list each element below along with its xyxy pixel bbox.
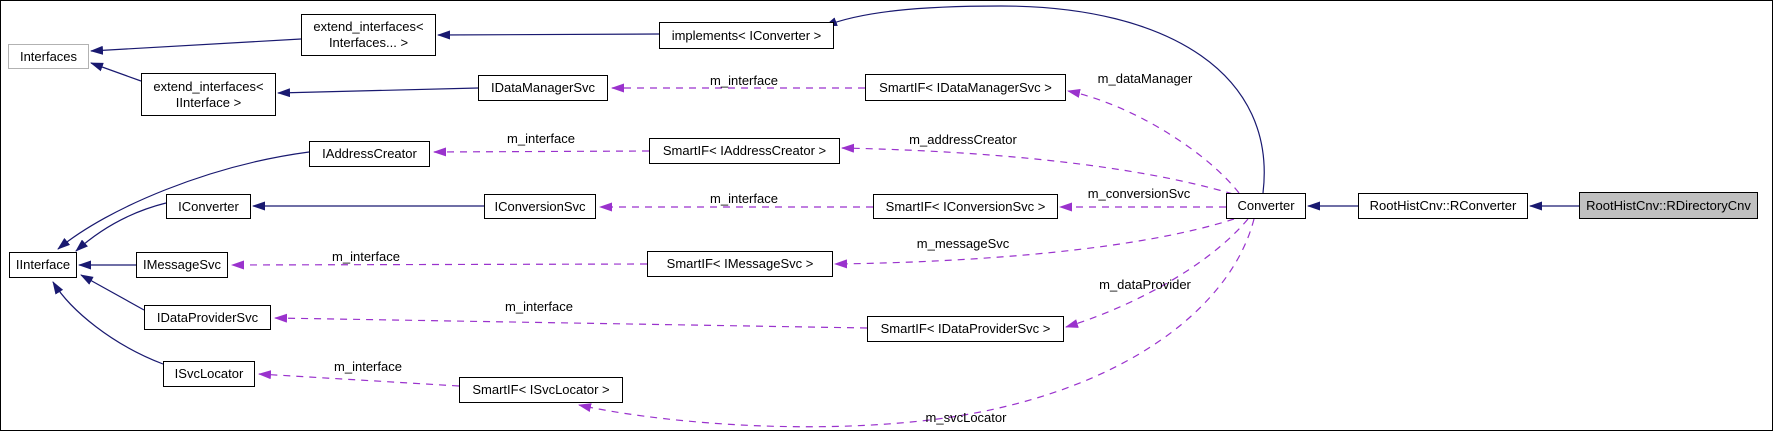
node-implements-iconverter[interactable]: implements< IConverter > xyxy=(659,22,834,49)
node-extend-interfaces-interfaces[interactable]: extend_interfaces< Interfaces... > xyxy=(301,14,436,56)
node-smartif-idatamanagersvc[interactable]: SmartIF< IDataManagerSvc > xyxy=(865,74,1066,101)
node-extend-interfaces-iinterface[interactable]: extend_interfaces< IInterface > xyxy=(141,73,276,116)
node-converter[interactable]: Converter xyxy=(1226,193,1306,219)
edge-label-m-interface-svclocator: m_interface xyxy=(334,359,402,374)
edge-label-m-interface-conversionsvc: m_interface xyxy=(710,191,778,206)
edge-inheritance-idataprovidersvc-iinterface xyxy=(80,274,145,311)
edge-label-m-messagesvc: m_messageSvc xyxy=(916,236,1010,251)
edge-label-m-interface-messagesvc: m_interface xyxy=(332,249,400,264)
edge-label-m-datamanager: m_dataManager xyxy=(1097,71,1193,86)
node-iconverter[interactable]: IConverter xyxy=(166,194,251,219)
node-smartif-isvclocator[interactable]: SmartIF< ISvcLocator > xyxy=(459,377,623,403)
edge-usage-converter-smartifmessagesvc xyxy=(834,218,1235,269)
edge-inheritance-idatamanagersvc-extendiinterface xyxy=(277,87,479,98)
edge-usage-smartifdataprovider-idataprovidersvc xyxy=(274,313,868,329)
edge-inheritance-iaddresscreator-iinterface xyxy=(57,151,310,250)
node-smartif-iaddresscreator[interactable]: SmartIF< IAddressCreator > xyxy=(649,138,840,164)
edge-label-m-conversionsvc: m_conversionSvc xyxy=(1087,186,1191,201)
node-iaddresscreator[interactable]: IAddressCreator xyxy=(309,141,430,167)
edge-inheritance-implements-extendinterfaces xyxy=(437,30,660,40)
edge-inheritance-isvclocator-iinterface xyxy=(52,281,164,365)
edge-usage-converter-smartifaddresscreator xyxy=(841,143,1234,195)
node-interfaces[interactable]: Interfaces xyxy=(8,44,89,69)
edge-label-m-dataprovider: m_dataProvider xyxy=(1099,277,1191,292)
edge-label-m-addresscreator: m_addressCreator xyxy=(909,132,1017,147)
edge-usage-smartifsvclocator-isvclocator xyxy=(258,370,460,387)
edge-inheritance-iconverter-iinterface xyxy=(75,202,167,252)
node-roothistcnv-rconverter[interactable]: RootHistCnv::RConverter xyxy=(1358,193,1528,219)
node-iinterface[interactable]: IInterface xyxy=(9,252,77,278)
edge-usage-smartifaddresscreator-iaddresscreator xyxy=(433,147,650,157)
node-iconversionsvc[interactable]: IConversionSvc xyxy=(484,194,596,219)
edge-inheritance-extendinterfaces-interfaces xyxy=(90,38,302,55)
edge-inheritance-converter-implements xyxy=(824,5,1265,194)
edge-usage-converter-smartifdatamanager xyxy=(1067,89,1240,194)
edge-label-m-interface-dataprovider: m_interface xyxy=(505,299,573,314)
node-idatamanagersvc[interactable]: IDataManagerSvc xyxy=(478,75,608,101)
node-smartif-imessagesvc[interactable]: SmartIF< IMessageSvc > xyxy=(647,251,833,277)
node-isvclocator[interactable]: ISvcLocator xyxy=(163,361,255,387)
edge-inheritance-extendiinterface-interfaces xyxy=(90,62,142,82)
edge-usage-converter-smartifsvclocator xyxy=(578,218,1255,428)
node-smartif-iconversionsvc[interactable]: SmartIF< IConversionSvc > xyxy=(873,194,1058,219)
edge-label-m-interface-addresscreator: m_interface xyxy=(507,131,575,146)
edge-usage-smartifmessagesvc-imessagesvc xyxy=(231,260,648,270)
edge-label-m-svclocator: m_svcLocator xyxy=(925,410,1007,425)
edge-label-m-interface-datamanager: m_interface xyxy=(710,73,778,88)
node-idataprovidersvc[interactable]: IDataProviderSvc xyxy=(144,305,271,330)
edge-usage-converter-smartifdataprovider xyxy=(1065,218,1249,328)
node-smartif-idataprovidersvc[interactable]: SmartIF< IDataProviderSvc > xyxy=(867,316,1064,342)
node-roothistcnv-rdirectorycnv: RootHistCnv::RDirectoryCnv xyxy=(1579,192,1758,219)
node-imessagesvc[interactable]: IMessageSvc xyxy=(136,252,228,278)
